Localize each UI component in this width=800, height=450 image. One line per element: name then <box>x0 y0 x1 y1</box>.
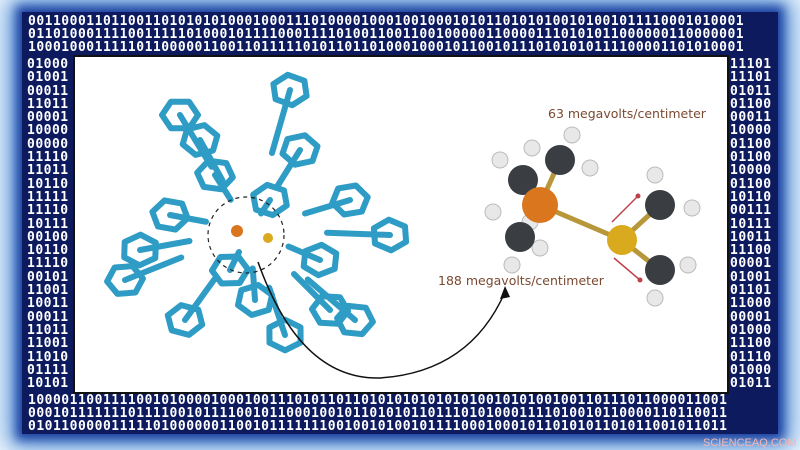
hexagon-ring <box>179 122 221 158</box>
carbon-atom <box>545 145 575 175</box>
hydrogen-atom <box>646 166 664 184</box>
hydrogen-atom <box>531 239 549 257</box>
lower-field-label: 188 megavolts/centimeter <box>438 273 604 288</box>
highlight-circle <box>207 196 285 274</box>
hexagon-ring <box>209 253 251 287</box>
cage-bond <box>274 147 303 189</box>
hexagon-ring <box>164 302 206 338</box>
cage-bond <box>249 265 258 303</box>
hexagon-ring <box>121 231 159 269</box>
hydrogen-atom <box>679 256 697 274</box>
hexagon-ring <box>279 132 321 168</box>
sulfur-atom-small <box>263 233 273 243</box>
zoom-arrow <box>257 261 506 379</box>
hexagon-ring <box>270 71 310 109</box>
cage-bond <box>258 197 273 217</box>
field-arrow <box>613 257 641 281</box>
cage-bond <box>269 87 293 156</box>
cage-bond <box>227 249 242 273</box>
carbon-atom <box>645 190 675 220</box>
hydrogen-atom <box>503 256 521 274</box>
zoom-arrow-head <box>500 286 510 299</box>
phosphorus-atom-small <box>231 225 243 237</box>
field-arrow <box>611 195 639 223</box>
hydrogen-atom <box>581 159 599 177</box>
cage-bond <box>197 137 226 184</box>
field-arrow-head <box>637 277 643 283</box>
molecular-cage <box>104 71 410 354</box>
carbon-atom <box>645 255 675 285</box>
cage-bond <box>177 112 215 170</box>
cage-bond <box>167 212 209 225</box>
binary-code-pattern-top: 0011000110110011010101010001000111010000… <box>28 14 745 55</box>
hydrogen-atom <box>646 289 664 307</box>
inner-guest-molecule <box>207 196 285 274</box>
hydrogen-atom <box>683 199 701 217</box>
cage-bond <box>122 254 185 283</box>
hexagon-ring <box>149 197 191 233</box>
cage-bond <box>324 229 393 238</box>
cage-bond <box>212 172 234 203</box>
binary-code-pattern-left: 01000 01001 00011 11011 00001 10000 0000… <box>27 57 69 392</box>
hexagon-ring <box>334 302 376 338</box>
hexagon-ring <box>370 216 410 254</box>
cage-bond <box>137 238 193 253</box>
hydrogen-atom <box>523 139 541 157</box>
cage-bond <box>285 243 323 263</box>
binary-code-pattern-bottom: 1000011001111001010000100010011101011011… <box>28 393 728 434</box>
hexagon-ring <box>266 316 304 354</box>
enlarged-molecule <box>484 126 701 307</box>
hydrogen-atom <box>563 126 581 144</box>
carbon-atom <box>508 165 538 195</box>
phosphorus-atom <box>522 187 558 223</box>
field-arrow-head <box>635 193 641 199</box>
hexagon-ring <box>250 181 290 219</box>
cage-bond <box>304 276 358 323</box>
cage-bond <box>302 197 353 217</box>
upper-field-label: 63 megavolts/centimeter <box>548 106 706 121</box>
watermark: SCIENCEAQ.COM <box>703 437 797 449</box>
carbon-atom <box>505 222 535 252</box>
binary-code-pattern-right: 11101 11101 01011 01100 00011 10000 0110… <box>730 57 772 392</box>
cage-bond <box>291 271 333 313</box>
sulfur-atom <box>607 225 637 255</box>
hexagon-ring <box>104 263 146 297</box>
hydrogen-atom <box>491 151 509 169</box>
cage-bond <box>182 276 218 323</box>
hydrogen-atom <box>484 203 502 221</box>
